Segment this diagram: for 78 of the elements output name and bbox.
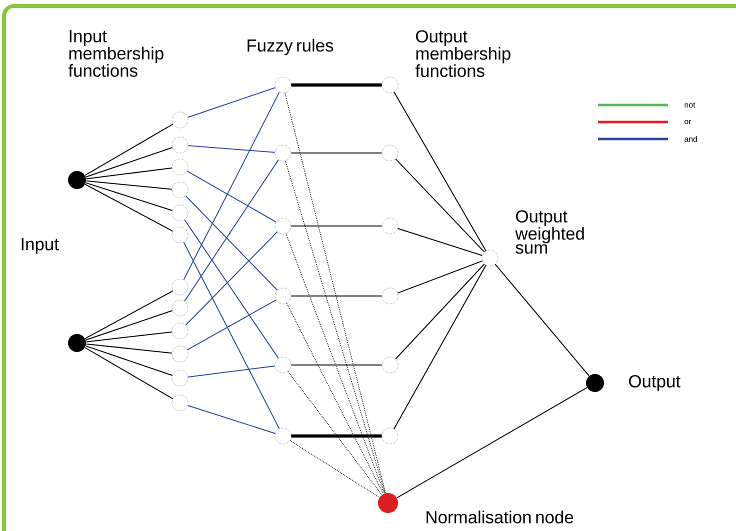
membership-node [382, 428, 398, 444]
connector [85, 147, 173, 178]
membership-node [172, 346, 188, 362]
connector [188, 145, 276, 153]
connector [185, 231, 278, 326]
membership-node [274, 356, 292, 374]
connector [395, 158, 485, 253]
layer-label: Output membership functions [415, 30, 510, 78]
connector [85, 345, 173, 376]
connector [185, 195, 278, 291]
connector [184, 159, 279, 302]
input-node [586, 374, 604, 392]
layer-label: Input [22, 238, 59, 254]
connector [290, 364, 382, 366]
input-node [68, 334, 86, 352]
connector [397, 228, 483, 256]
membership-node [382, 218, 398, 234]
connector [394, 92, 486, 252]
membership-node [172, 226, 188, 244]
membership-node [382, 76, 398, 94]
connector [286, 233, 385, 494]
membership-node [172, 300, 188, 316]
connector [84, 184, 174, 232]
connector [396, 387, 588, 498]
connector [186, 170, 276, 222]
membership-node [274, 144, 292, 162]
node-label: Output [629, 375, 680, 391]
connector [84, 347, 174, 400]
membership-node [274, 218, 292, 234]
membership-node [172, 182, 188, 198]
connector [183, 92, 280, 280]
node-label: Output weighted sum [515, 210, 584, 254]
connector [188, 366, 276, 378]
membership-node [172, 112, 188, 128]
membership-node [172, 370, 188, 386]
connector [395, 263, 485, 360]
membership-node [172, 158, 188, 176]
connector [186, 300, 276, 350]
connector [184, 219, 279, 359]
connector [290, 440, 380, 498]
layer-label: Fuzzy rules [248, 38, 334, 56]
connector [86, 331, 172, 342]
connector [397, 260, 483, 294]
membership-node [382, 288, 398, 304]
connector [84, 290, 174, 340]
normalisation-node [378, 493, 398, 513]
membership-node [382, 356, 398, 374]
connector [86, 343, 172, 354]
connector [284, 160, 386, 494]
connector [284, 92, 386, 494]
membership-node [172, 278, 188, 296]
connector [286, 302, 384, 494]
connector [183, 242, 280, 430]
input-node [68, 171, 86, 189]
connector [85, 182, 173, 211]
connector [187, 405, 276, 434]
connector [291, 83, 382, 87]
connector [85, 310, 173, 341]
connector [187, 87, 276, 118]
membership-node [274, 428, 292, 444]
connector [86, 180, 172, 190]
membership-node [382, 144, 398, 162]
membership-node [172, 204, 188, 222]
node-label: Normalisation node [426, 510, 574, 524]
membership-node [172, 394, 188, 412]
membership-node [274, 76, 292, 94]
connector [290, 152, 382, 154]
connector [394, 264, 486, 430]
membership-node [172, 322, 188, 340]
membership-node [172, 136, 188, 154]
connector [291, 434, 382, 438]
layer-label: Input membership functions [68, 30, 164, 77]
connector [86, 168, 172, 180]
membership-node [482, 250, 498, 266]
connector [288, 371, 382, 496]
membership-node [274, 288, 292, 304]
connector [494, 264, 590, 376]
connector [84, 124, 174, 176]
